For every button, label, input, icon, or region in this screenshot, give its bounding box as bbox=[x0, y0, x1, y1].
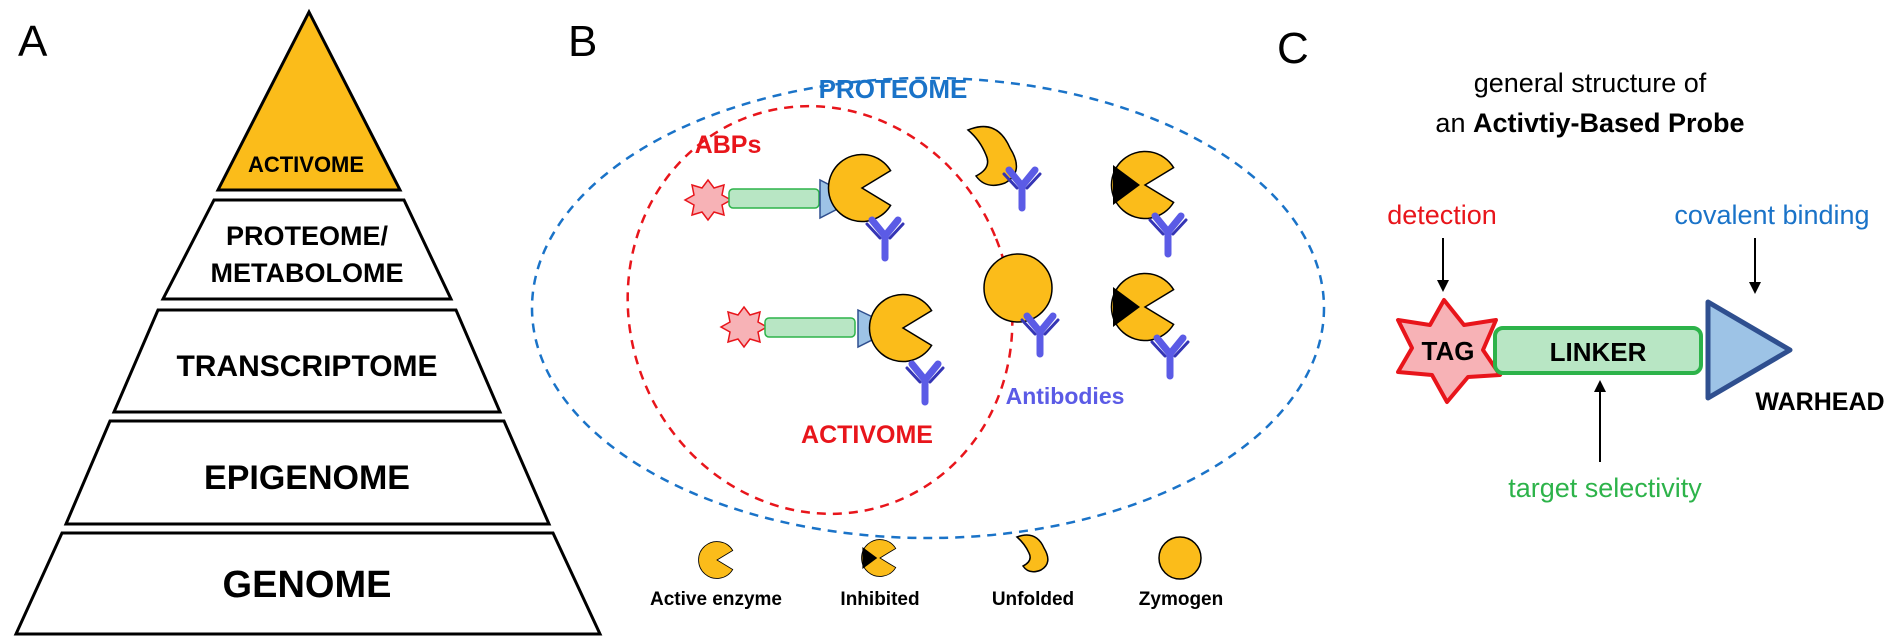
legend-item-active-enzyme: Active enzyme bbox=[650, 541, 782, 610]
covalent-binding-arrow-icon bbox=[1749, 238, 1761, 294]
antibody-icon bbox=[867, 220, 903, 258]
tier-label-transcriptome: TRANSCRIPTOME bbox=[176, 350, 437, 383]
probe-title-bold: Activtiy-Based Probe bbox=[1473, 108, 1745, 138]
probe-title-prefix: an bbox=[1435, 108, 1473, 138]
panel-letter-b: B bbox=[568, 17, 597, 66]
tier-label-proteome-line1: PROTEOME/ bbox=[226, 221, 389, 251]
tag-label: TAG bbox=[1422, 336, 1475, 366]
legend-item-inhibited: Inhibited bbox=[840, 539, 920, 610]
proteome-label: PROTEOME bbox=[819, 74, 968, 104]
pyramid-tier-proteome bbox=[160, 198, 454, 301]
linker-bar-icon bbox=[728, 188, 820, 209]
unfolded-enzyme-icon bbox=[1015, 534, 1049, 573]
zymogen-antibody bbox=[983, 253, 1058, 354]
tier-label-epigenome: EPIGENOME bbox=[204, 459, 410, 497]
enzyme-state-legend: Active enzyme Inhibited Unfolded Zymogen bbox=[650, 534, 1223, 610]
pyramid-tier-epigenome bbox=[63, 419, 552, 526]
tier-label-genome: GENOME bbox=[223, 564, 392, 606]
panel-letter-a: A bbox=[18, 17, 48, 66]
probe-bound-enzyme-1 bbox=[683, 153, 903, 259]
legend-label-zymogen: Zymogen bbox=[1139, 589, 1223, 610]
tag-star-icon bbox=[683, 178, 733, 222]
linker-bar bbox=[1493, 326, 1703, 375]
inhibitor-wedge-icon bbox=[1113, 165, 1140, 205]
abps-label: ABPs bbox=[695, 131, 762, 159]
warhead-label: WARHEAD bbox=[1755, 388, 1884, 416]
pyramid-tier-genome bbox=[13, 531, 603, 636]
linker-label: LINKER bbox=[1550, 337, 1647, 367]
probe-title-line2: an Activtiy-Based Probe bbox=[1435, 108, 1744, 138]
active-enzyme-icon bbox=[868, 293, 933, 363]
tier-label-proteome-line2: METABOLOME bbox=[211, 258, 404, 288]
antibodies-label: Antibodies bbox=[1006, 383, 1125, 409]
legend-item-unfolded: Unfolded bbox=[992, 534, 1074, 610]
unfolded-enzyme-antibody bbox=[966, 125, 1040, 208]
linker-bar-icon bbox=[764, 317, 856, 338]
target-selectivity-label: target selectivity bbox=[1508, 473, 1702, 503]
legend-item-zymogen: Zymogen bbox=[1139, 536, 1223, 610]
active-enzyme-icon bbox=[698, 541, 734, 579]
pyramid-tier-activome bbox=[215, 8, 403, 192]
detection-arrow-icon bbox=[1437, 238, 1449, 292]
tier-label-activome: ACTIVOME bbox=[248, 152, 364, 177]
antibody-icon bbox=[1022, 316, 1058, 354]
inhibitor-wedge-icon bbox=[862, 547, 878, 569]
tag-star-icon bbox=[1396, 298, 1502, 404]
legend-label-inhibited: Inhibited bbox=[840, 589, 919, 610]
target-selectivity-arrow-icon bbox=[1594, 380, 1606, 462]
detection-label: detection bbox=[1387, 200, 1497, 230]
antibody-icon bbox=[1004, 170, 1040, 208]
antibody-icon bbox=[907, 364, 943, 402]
legend-label-active-enzyme: Active enzyme bbox=[650, 589, 782, 610]
activome-boundary bbox=[626, 104, 1014, 516]
activity-based-probe-diagram: TAG LINKER WARHEAD bbox=[1396, 298, 1885, 416]
inhibited-enzyme-antibody-1 bbox=[1110, 150, 1186, 255]
inhibitor-wedge-icon bbox=[1113, 287, 1140, 327]
panel-letter-c: C bbox=[1277, 24, 1309, 73]
zymogen-icon bbox=[983, 253, 1053, 323]
legend-label-unfolded: Unfolded bbox=[992, 589, 1074, 610]
tag-star-icon bbox=[719, 305, 769, 349]
probe-title-line1: general structure of bbox=[1474, 68, 1707, 98]
probe-bound-enzyme-2 bbox=[719, 293, 943, 403]
inhibited-enzyme-antibody-2 bbox=[1110, 272, 1188, 377]
pyramid-tier-transcriptome bbox=[111, 308, 503, 414]
warhead-triangle bbox=[1705, 299, 1793, 401]
activome-label: ACTIVOME bbox=[801, 421, 933, 449]
antibody-icon bbox=[1152, 338, 1188, 376]
zymogen-icon bbox=[1158, 536, 1202, 580]
active-enzyme-icon bbox=[827, 153, 892, 223]
proteome-boundary bbox=[530, 76, 1326, 540]
antibody-icon bbox=[1150, 216, 1186, 254]
activity-pyramid: ACTIVOME PROTEOME/ METABOLOME TRANSCRIPT… bbox=[13, 8, 603, 636]
covalent-binding-label: covalent binding bbox=[1674, 200, 1869, 230]
unfolded-enzyme-icon bbox=[966, 125, 1018, 187]
